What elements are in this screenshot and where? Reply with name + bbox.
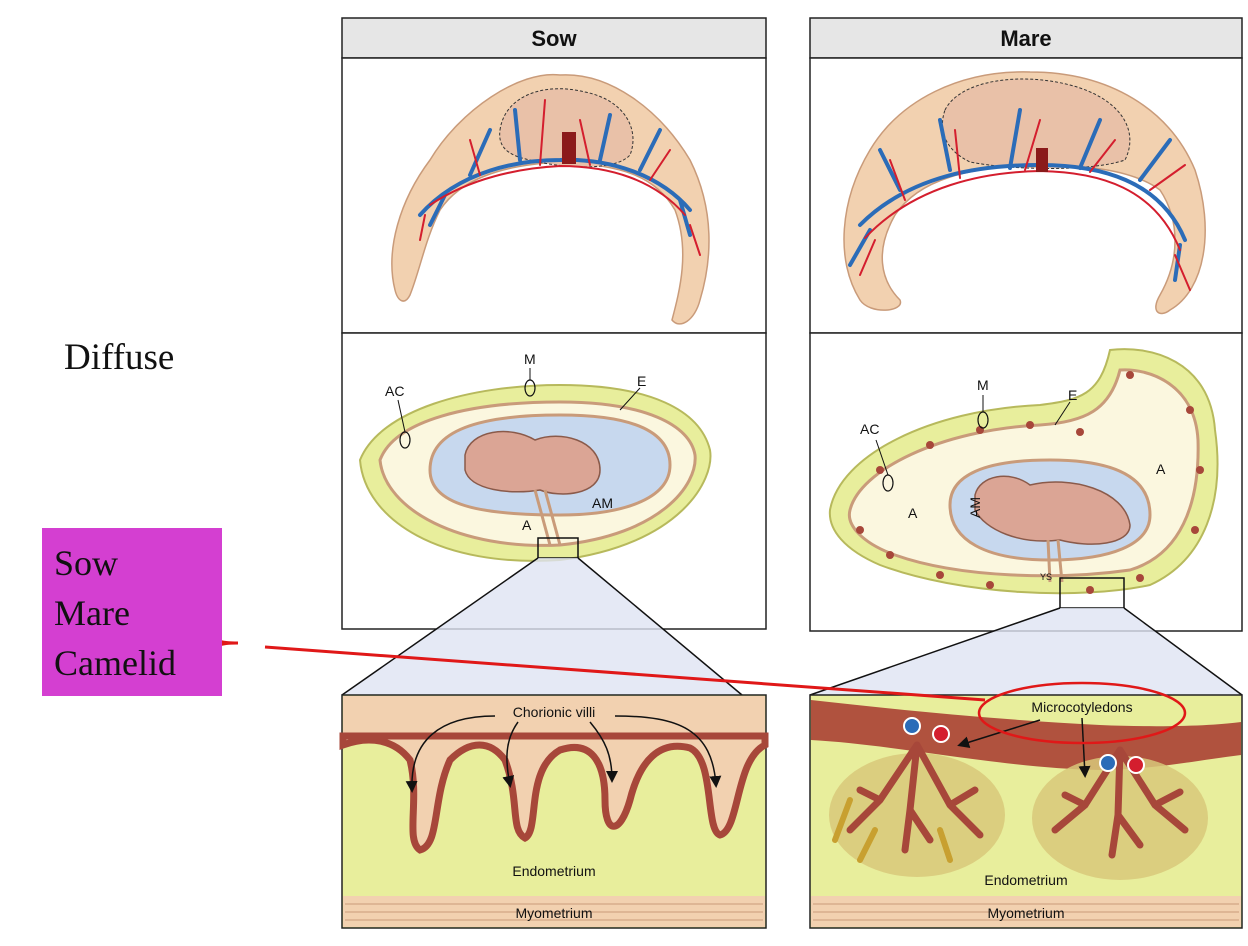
mare-label-m: M <box>977 377 989 393</box>
sow-column: Sow AC M E AM A <box>342 18 766 928</box>
placenta-type-label: Diffuse <box>64 336 174 379</box>
sow-endometrium-label: Endometrium <box>512 863 595 879</box>
artery-dot-left <box>933 726 949 742</box>
mare-label-a1: A <box>908 505 918 521</box>
vein-dot-right <box>1100 755 1116 771</box>
mare-title: Mare <box>1000 26 1051 51</box>
mare-myometrium-label: Myometrium <box>987 905 1064 921</box>
mare-label-e: E <box>1068 387 1077 403</box>
sow-myometrium-label: Myometrium <box>515 905 592 921</box>
mare-label-ys: YS <box>1040 572 1052 582</box>
sow-label-ac: AC <box>385 383 404 399</box>
mare-label-am: AM <box>967 497 983 518</box>
sow-title: Sow <box>531 26 577 51</box>
sow-label-a: A <box>522 517 532 533</box>
microcotyledons-label: Microcotyledons <box>1031 699 1132 715</box>
sow-label-am: AM <box>592 495 613 511</box>
species-item: Mare <box>54 592 130 634</box>
mare-column: Mare AC M E AM A A YS <box>810 18 1242 928</box>
sow-label-m: M <box>524 351 536 367</box>
mare-label-a2: A <box>1156 461 1166 477</box>
mare-umbilical <box>1036 148 1048 172</box>
vein-dot-left <box>904 718 920 734</box>
sow-umbilical <box>562 132 576 164</box>
mare-label-ac: AC <box>860 421 879 437</box>
sow-villi-label: Chorionic villi <box>513 704 595 720</box>
species-item: Camelid <box>54 642 176 684</box>
sow-label-e: E <box>637 373 646 389</box>
sow-piglet <box>465 432 600 494</box>
artery-dot-right <box>1128 757 1144 773</box>
species-item: Sow <box>54 542 118 584</box>
mare-endometrium-label: Endometrium <box>984 872 1067 888</box>
species-list-box: Sow Mare Camelid <box>42 528 222 696</box>
